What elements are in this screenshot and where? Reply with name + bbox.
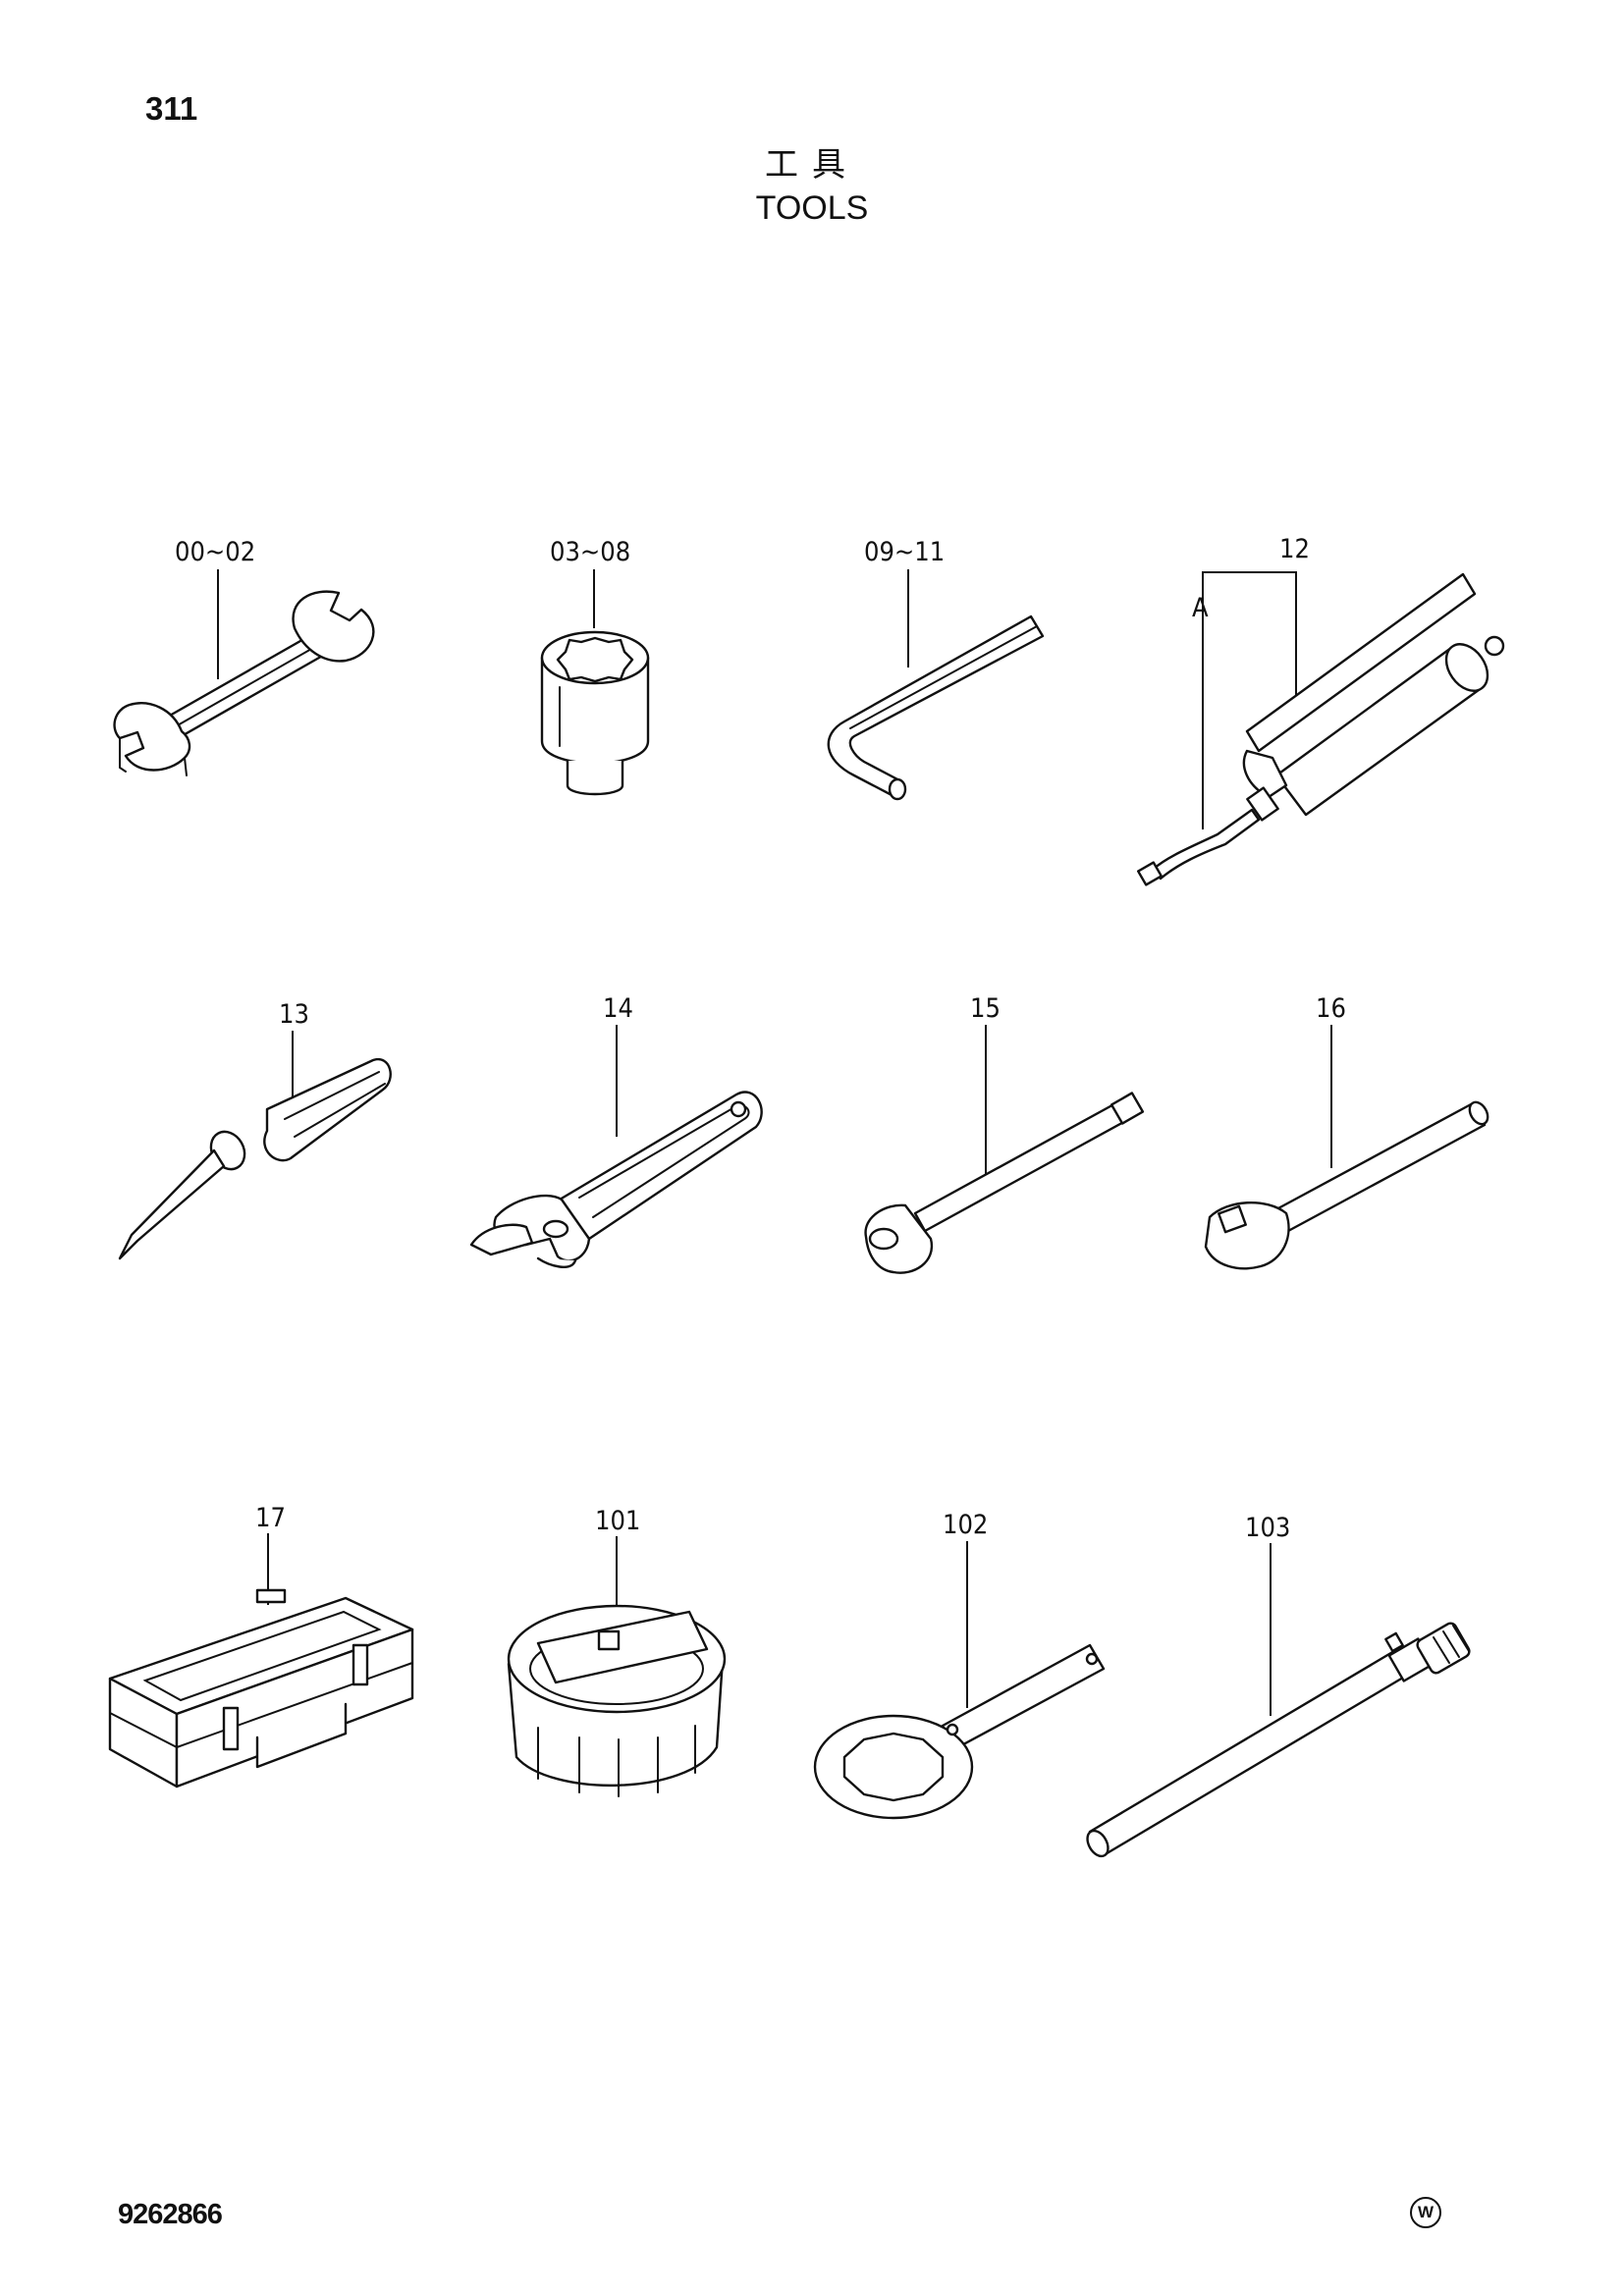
page-title: TOOLS (755, 189, 869, 227)
part-label: 103 (1245, 1513, 1290, 1543)
part-label: 16 (1316, 993, 1346, 1024)
part-17: 17 (108, 1503, 414, 1789)
part-label: 09~11 (864, 537, 945, 567)
extension-bar-icon (864, 1092, 1145, 1274)
hex-key-icon (827, 614, 1045, 801)
title-japanese: 工具 (765, 145, 859, 185)
ratchet-handle-icon (1204, 1100, 1489, 1270)
part-16: 16 (1204, 993, 1489, 1270)
part-101: 101 (507, 1506, 727, 1797)
part-09-11: 09~11 (827, 537, 1045, 801)
part-13: 13 (118, 999, 392, 1260)
part-label: 13 (279, 999, 309, 1030)
adjustable-wrench-icon (469, 1091, 763, 1268)
part-03-08: 03~08 (540, 537, 650, 796)
bar-handle-icon (1086, 1622, 1471, 1858)
part-00-02: 00~02 (113, 537, 375, 776)
part-label: 17 (255, 1503, 286, 1533)
registered-mark-icon: W (1410, 2197, 1441, 2228)
part-label: 12 (1279, 534, 1310, 564)
page-number: 311 (145, 90, 198, 127)
socket-icon (540, 630, 650, 796)
part-15: 15 (864, 993, 1145, 1274)
part-label: 15 (970, 993, 1001, 1024)
part-label: 03~08 (550, 537, 630, 567)
document-number: 9262866 (118, 2199, 223, 2230)
filter-wrench-cup-icon (507, 1604, 727, 1797)
tool-box-icon (108, 1588, 414, 1789)
part-14: 14 (469, 993, 763, 1268)
part-sub-label: A (1192, 593, 1209, 623)
part-label: 102 (943, 1510, 988, 1540)
part-label: 14 (603, 993, 633, 1024)
part-label: 101 (595, 1506, 640, 1536)
ring-spanner-icon (813, 1643, 1106, 1820)
open-end-wrench-icon (113, 590, 375, 776)
part-103: 103 (1086, 1513, 1471, 1858)
screwdriver-icon (118, 1057, 392, 1260)
part-102: 102 (813, 1510, 1106, 1820)
part-label: 00~02 (175, 537, 255, 567)
grease-gun-icon (1137, 572, 1505, 886)
part-12: 12 A (1137, 534, 1505, 886)
